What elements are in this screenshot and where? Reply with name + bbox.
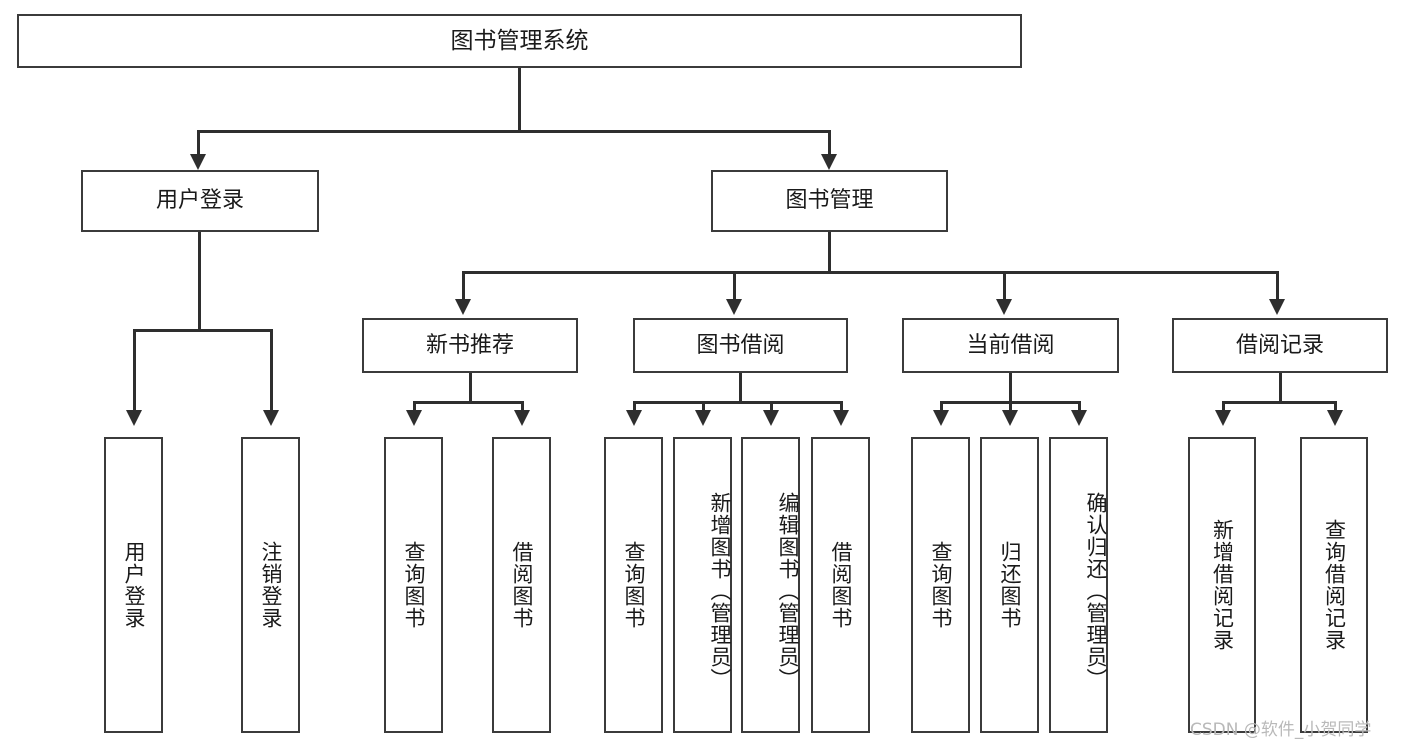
arrowhead-bb-leaf-4 — [833, 410, 849, 426]
arrowhead-nbr-leaf-1 — [406, 410, 422, 426]
node-label: 用户登录 — [155, 188, 244, 214]
leaf-label: 查询图书 — [402, 541, 426, 629]
connector-bm-drop-2 — [733, 271, 736, 301]
leaf-label: 新增图书（管理员） — [708, 492, 732, 690]
leaf-br-query-record[interactable]: 查询借阅记录 — [1300, 437, 1368, 733]
connector-cb-drop-1 — [940, 401, 943, 412]
connector-root-stem — [518, 68, 521, 130]
node-label: 图书借阅 — [696, 332, 785, 358]
connector-root-bus — [198, 130, 830, 133]
leaf-label: 注销登录 — [259, 541, 283, 629]
leaf-br-add-record[interactable]: 新增借阅记录 — [1188, 437, 1256, 733]
connector-book-management-stem — [828, 232, 831, 273]
connector-nbr-drop-1 — [413, 401, 416, 412]
leaf-bb-borrow-book[interactable]: 借阅图书 — [811, 437, 870, 733]
leaf-label: 新增借阅记录 — [1210, 519, 1235, 651]
arrowhead-to-book-borrow — [726, 299, 742, 315]
connector-user-login-stem — [198, 232, 201, 329]
connector-user-login-bus — [134, 329, 273, 332]
node-user-login[interactable]: 用户登录 — [81, 170, 319, 232]
arrowhead-to-current-borrow — [996, 299, 1012, 315]
leaf-user-login[interactable]: 用户登录 — [104, 437, 163, 733]
node-root-book-management-system[interactable]: 图书管理系统 — [17, 14, 1022, 68]
arrowhead-user-login-leaf-1 — [126, 410, 142, 426]
leaf-label: 借阅图书 — [829, 541, 853, 629]
leaf-bb-add-book-admin[interactable]: 新增图书（管理员） — [673, 437, 732, 733]
leaf-nbr-query-book[interactable]: 查询图书 — [384, 437, 443, 733]
leaf-nbr-borrow-book[interactable]: 借阅图书 — [492, 437, 551, 733]
leaf-label: 查询图书 — [929, 541, 953, 629]
node-label: 新书推荐 — [425, 332, 514, 358]
node-current-borrow[interactable]: 当前借阅 — [902, 318, 1119, 373]
leaf-label: 归还图书 — [998, 541, 1022, 629]
connector-br-drop-2 — [1334, 401, 1337, 412]
connector-bm-drop-4 — [1276, 271, 1279, 301]
connector-bm-drop-3 — [1003, 271, 1006, 301]
connector-bb-drop-2 — [702, 401, 705, 412]
connector-bb-drop-3 — [770, 401, 773, 412]
leaf-label: 用户登录 — [122, 541, 146, 629]
node-label: 图书管理系统 — [450, 27, 589, 54]
node-new-book-recommend[interactable]: 新书推荐 — [362, 318, 578, 373]
connector-br-bus — [1223, 401, 1337, 404]
connector-root-drop-right — [828, 130, 831, 156]
arrowhead-nbr-leaf-2 — [514, 410, 530, 426]
leaf-bb-edit-book-admin[interactable]: 编辑图书（管理员） — [741, 437, 800, 733]
arrowhead-user-login-leaf-2 — [263, 410, 279, 426]
connector-cb-stem — [1009, 373, 1012, 403]
connector-bm-drop-1 — [462, 271, 465, 301]
leaf-label: 借阅图书 — [510, 541, 534, 629]
connector-nbr-stem — [469, 373, 472, 403]
node-borrow-record[interactable]: 借阅记录 — [1172, 318, 1388, 373]
leaf-logout-login[interactable]: 注销登录 — [241, 437, 300, 733]
node-label: 当前借阅 — [966, 332, 1055, 358]
connector-cb-drop-2 — [1009, 401, 1012, 412]
leaf-cb-query-book[interactable]: 查询图书 — [911, 437, 970, 733]
connector-root-drop-left — [197, 130, 200, 156]
connector-nbr-drop-2 — [521, 401, 524, 412]
connector-book-management-bus — [463, 271, 1279, 274]
connector-user-login-drop-2 — [270, 329, 273, 412]
arrowhead-bb-leaf-2 — [695, 410, 711, 426]
arrowhead-bb-leaf-3 — [763, 410, 779, 426]
leaf-cb-confirm-return-admin[interactable]: 确认归还（管理员） — [1049, 437, 1108, 733]
connector-nbr-bus — [414, 401, 524, 404]
arrowhead-to-user-login — [190, 154, 206, 170]
leaf-label: 查询图书 — [622, 541, 646, 629]
connector-bb-drop-4 — [840, 401, 843, 412]
csdn-watermark: CSDN @软件_小贺同学 — [1190, 720, 1372, 740]
arrowhead-to-new-book-recommend — [455, 299, 471, 315]
connector-br-stem — [1279, 373, 1282, 403]
leaf-label: 查询借阅记录 — [1322, 519, 1347, 651]
arrowhead-bb-leaf-1 — [626, 410, 642, 426]
node-label: 借阅记录 — [1235, 332, 1324, 358]
arrowhead-to-book-management — [821, 154, 837, 170]
arrowhead-cb-leaf-3 — [1071, 410, 1087, 426]
connector-bb-stem — [739, 373, 742, 403]
leaf-cb-return-book[interactable]: 归还图书 — [980, 437, 1039, 733]
leaf-label: 编辑图书（管理员） — [776, 492, 800, 690]
node-book-borrow[interactable]: 图书借阅 — [633, 318, 848, 373]
connector-bb-drop-1 — [633, 401, 636, 412]
connector-cb-drop-3 — [1078, 401, 1081, 412]
arrowhead-cb-leaf-1 — [933, 410, 949, 426]
arrowhead-to-borrow-record — [1269, 299, 1285, 315]
arrowhead-cb-leaf-2 — [1002, 410, 1018, 426]
connector-br-drop-1 — [1222, 401, 1225, 412]
leaf-label: 确认归还（管理员） — [1084, 492, 1108, 690]
connector-bb-bus — [634, 401, 843, 404]
connector-user-login-drop-1 — [133, 329, 136, 412]
leaf-bb-query-book[interactable]: 查询图书 — [604, 437, 663, 733]
arrowhead-br-leaf-1 — [1215, 410, 1231, 426]
node-label: 图书管理 — [785, 188, 874, 214]
arrowhead-br-leaf-2 — [1327, 410, 1343, 426]
node-book-management[interactable]: 图书管理 — [711, 170, 948, 232]
